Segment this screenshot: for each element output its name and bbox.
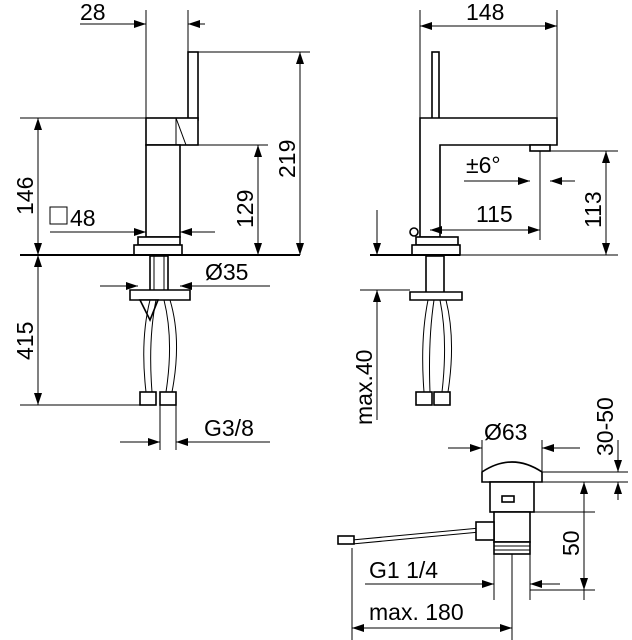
dim-max-thickness-label: max.40 [351,350,377,425]
dim-total-height-label: 219 [274,140,300,178]
drain-thread [493,541,531,555]
pull-rod [351,527,481,541]
dim-spout-width-label: 148 [466,0,504,25]
dim-square-label: 48 [70,205,96,231]
lever-front [431,51,440,121]
square-symbol [49,206,68,225]
overflow-slot [501,495,515,503]
aerator [529,144,551,152]
dim-drain-height-label: 50 [558,530,584,556]
dim-drain-thread-label: G1 1/4 [369,557,438,583]
drain-view: Ø63 30-50 50 G1 1/4 max. 180 [337,397,628,640]
front-view: 148 ±6° 115 113 max.40 [351,0,618,425]
hose-right [163,299,171,393]
dim-hose-length-label: 415 [12,322,38,360]
dim-max-length-label: max. 180 [369,599,464,625]
pop-up-knob [409,227,419,237]
side-view: 28 146 48 129 219 Ø35 [12,0,310,450]
dim-lower-height-label: 129 [232,190,258,228]
hose-nut-right [159,391,177,406]
drain-plug [481,461,543,483]
dim-spout-height-label: 113 [580,191,606,228]
faucet-column [145,144,181,238]
dim-body-height-label: 146 [12,177,38,215]
base-ring [137,236,181,246]
dim-angle-label: ±6° [466,152,501,178]
mounting-bracket [129,289,191,301]
dim-thread-label: G3/8 [204,415,254,441]
dim-plug-range-label: 30-50 [592,397,618,456]
hose-left [143,299,151,393]
dim-base-diameter-label: Ø35 [205,259,248,285]
lever-handle [187,51,199,121]
dim-plug-diameter-label: Ø63 [484,419,527,445]
dim-top-width-label: 28 [80,0,106,25]
dim-spout-reach-label: 115 [476,201,513,227]
hose-nut-left [139,391,157,406]
faucet-body [145,117,199,146]
